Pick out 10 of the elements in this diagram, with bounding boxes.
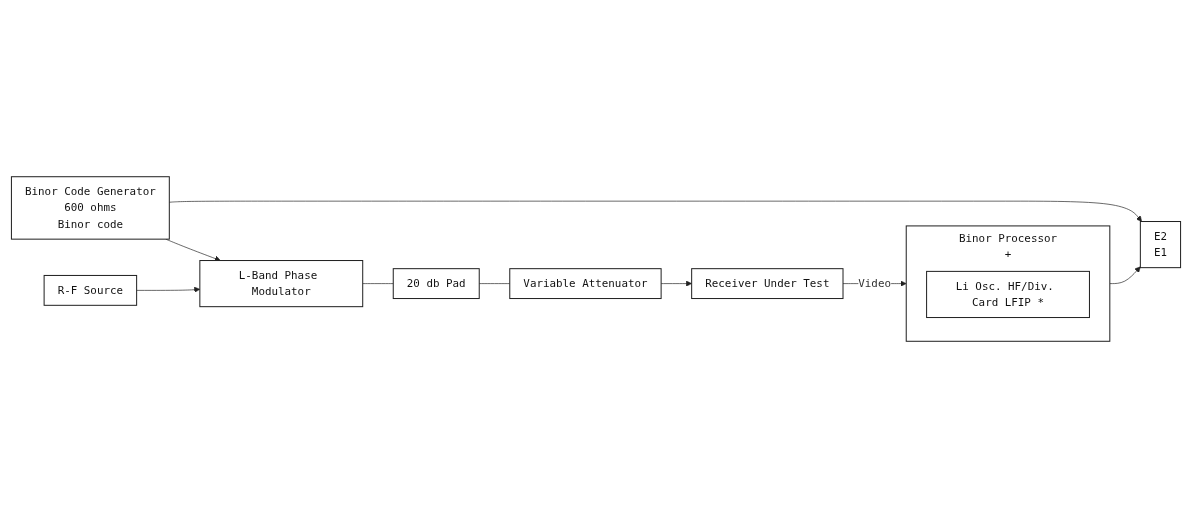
node-box: Li Osc. HF/Div. Card LFIP * bbox=[925, 270, 1090, 318]
connector bbox=[478, 282, 510, 284]
node-box: Variable Attenuator bbox=[508, 267, 662, 299]
node-box: E2 E1 bbox=[1139, 220, 1181, 268]
edge-label: Video bbox=[857, 276, 891, 290]
node-box: Binor Code Generator 600 ohms Binor code bbox=[10, 175, 170, 240]
node-box: Receiver Under Test bbox=[690, 267, 843, 299]
node-box: 20 db Pad bbox=[392, 267, 480, 299]
node-box: R-F Source bbox=[43, 274, 137, 306]
node-box: L-Band Phase Modulator bbox=[198, 259, 363, 307]
